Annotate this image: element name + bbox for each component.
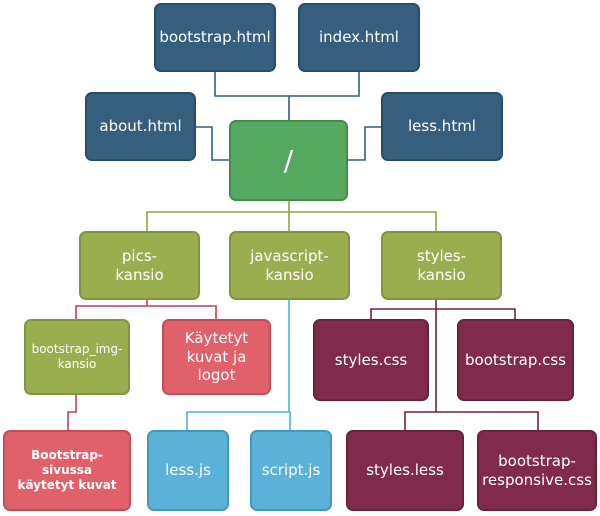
styles-less-node: styles.less xyxy=(346,430,464,511)
bootstrap-img-kansio-node: bootstrap_img- kansio xyxy=(24,319,130,395)
kaytetyt-kuvat-node: Käytetyt kuvat ja logot xyxy=(162,319,271,395)
bootstrap-html-node: bootstrap.html xyxy=(154,3,276,72)
script-js-node: script.js xyxy=(250,430,332,511)
connector-root-folders xyxy=(146,201,437,231)
less-html-node: less.html xyxy=(381,92,503,161)
root-node: / xyxy=(229,120,348,201)
connector-about-html xyxy=(196,126,229,161)
pics-kansio-node: pics- kansio xyxy=(79,231,200,300)
bootstrap-css-node: bootstrap.css xyxy=(457,319,574,401)
index-html-node: index.html xyxy=(298,3,420,72)
connector-pics-children xyxy=(75,300,217,319)
connector-index-html xyxy=(289,72,360,97)
connector-less-html xyxy=(348,126,381,161)
connector-bootstrap-img-child xyxy=(67,395,77,430)
connector-javascript-children xyxy=(186,300,291,430)
connector-styles-children xyxy=(370,300,539,430)
javascript-kansio-node: javascript- kansio xyxy=(229,231,350,300)
less-js-node: less.js xyxy=(147,430,229,511)
connector-bootstrap-html xyxy=(214,72,290,120)
bootstrap-sivussa-node: Bootstrap-sivussa käytetyt kuvat xyxy=(3,430,131,511)
about-html-node: about.html xyxy=(85,92,196,161)
styles-kansio-node: styles- kansio xyxy=(381,231,502,300)
styles-css-node: styles.css xyxy=(313,319,429,401)
bootstrap-responsive-css-node: bootstrap- responsive.css xyxy=(477,430,597,511)
